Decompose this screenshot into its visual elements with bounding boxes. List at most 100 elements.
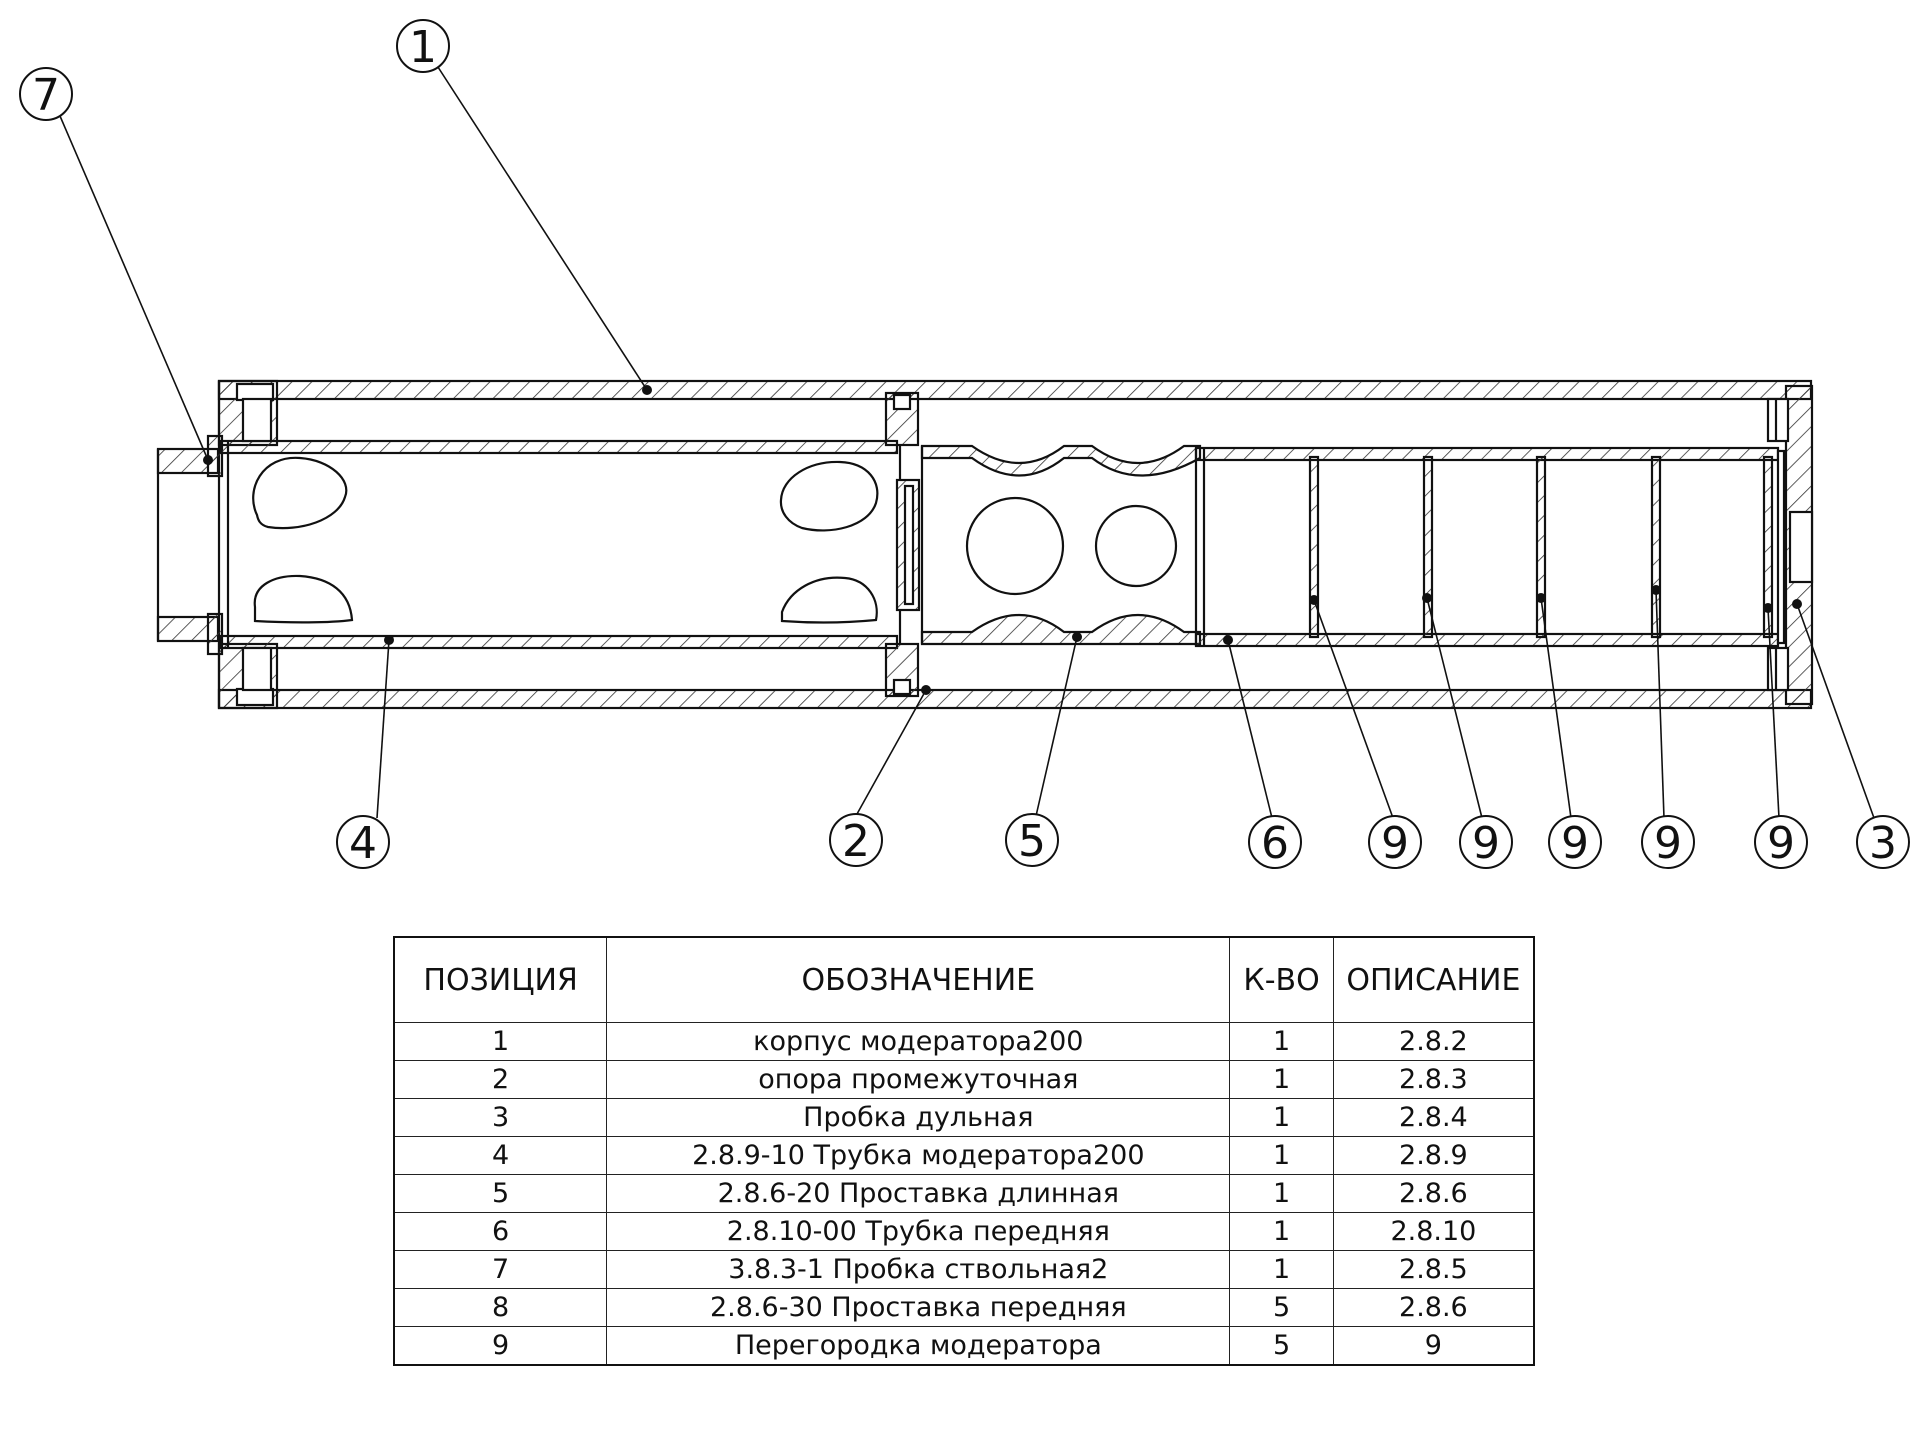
baffle-thin [1776, 449, 1786, 645]
balloon-9a: 9 [1368, 815, 1422, 869]
rear-plug-flange-bottom [206, 612, 224, 656]
leader-lines [59, 63, 1875, 819]
svg-text:6: 6 [1261, 818, 1289, 869]
leader-4 [376, 639, 390, 819]
cell-description: 2.8.3 [1332, 1060, 1535, 1099]
balloon-1: 1 [396, 19, 450, 73]
middle-disc-slot [903, 484, 915, 606]
svg-text:9: 9 [1381, 818, 1409, 869]
leader-5 [1035, 636, 1078, 817]
middle-support-lug-top [892, 393, 912, 411]
cell-position: 9 [393, 1326, 608, 1366]
balloon-9e: 9 [1754, 815, 1808, 869]
cell-quantity: 1 [1229, 1212, 1334, 1251]
baffle [1535, 455, 1547, 639]
leader-9d [1655, 589, 1665, 819]
cell-description: 9 [1332, 1326, 1535, 1366]
front-tube-top [1194, 446, 1780, 462]
dot-5 [1072, 632, 1082, 642]
cell-position: 4 [393, 1136, 608, 1175]
cell-quantity: 1 [1229, 1174, 1334, 1213]
cell-description: 2.8.2 [1332, 1022, 1535, 1061]
cell-quantity: 1 [1229, 1022, 1334, 1061]
front-ring-top [1766, 397, 1790, 443]
cell-designation: 2.8.6-30 Проставка передняя [606, 1288, 1231, 1327]
body-top-wall [217, 379, 1813, 401]
dot-4 [384, 635, 394, 645]
dot-9c [1536, 593, 1546, 603]
bill-of-materials: ПОЗИЦИЯ ОБОЗНАЧЕНИЕ К-ВО ОПИСАНИЕ 1 корп… [393, 936, 1535, 1366]
leader-3 [1796, 603, 1875, 819]
leader-7 [59, 115, 209, 461]
dot-9b [1422, 593, 1432, 603]
cell-quantity: 1 [1229, 1060, 1334, 1099]
cell-designation: 2.8.9-10 Трубка модератора200 [606, 1136, 1231, 1175]
front-tube-bottom [1194, 632, 1780, 648]
section-drawing: 1 7 4 2 5 6 9 9 [19, 19, 1910, 869]
svg-text:7: 7 [32, 70, 60, 121]
cell-designation: Перегородка модератора [606, 1326, 1231, 1366]
cell-description: 2.8.9 [1332, 1136, 1535, 1175]
rear-cap-ring-top [235, 382, 275, 402]
svg-text:1: 1 [409, 22, 437, 73]
balloon-4: 4 [336, 815, 390, 869]
svg-text:9: 9 [1654, 818, 1682, 869]
dot-3 [1792, 599, 1802, 609]
bom-header-row: ПОЗИЦИЯ ОБОЗНАЧЕНИЕ К-ВО ОПИСАНИЕ [393, 936, 1535, 1023]
dot-2 [921, 685, 931, 695]
balloon-9b: 9 [1459, 815, 1513, 869]
leader-9c [1540, 597, 1572, 819]
spacer-port [1094, 504, 1178, 588]
table-row: 2 опора промежуточная 1 2.8.3 [393, 1060, 1535, 1099]
table-row: 8 2.8.6-30 Проставка передняя 5 2.8.6 [393, 1288, 1535, 1327]
balloon-5: 5 [1005, 813, 1059, 867]
cell-quantity: 1 [1229, 1250, 1334, 1289]
balloon-9c: 9 [1548, 815, 1602, 869]
cell-quantity: 1 [1229, 1136, 1334, 1175]
svg-text:9: 9 [1767, 818, 1795, 869]
svg-text:9: 9 [1472, 818, 1500, 869]
tube-vent-hole [779, 460, 879, 532]
dot-7 [203, 455, 213, 465]
header-quantity: К-ВО [1229, 936, 1334, 1023]
baffle [1308, 455, 1320, 639]
dot-1 [642, 385, 652, 395]
cell-quantity: 1 [1229, 1098, 1334, 1137]
balloon-3: 3 [1856, 815, 1910, 869]
tube-vent-hole [252, 456, 348, 530]
cell-designation: корпус модератора200 [606, 1022, 1231, 1061]
balloon-6: 6 [1248, 815, 1302, 869]
balloon-9d: 9 [1641, 815, 1695, 869]
cell-quantity: 5 [1229, 1288, 1334, 1327]
table-row: 9 Перегородка модератора 5 9 [393, 1326, 1535, 1366]
cell-designation: опора промежуточная [606, 1060, 1231, 1099]
front-ring-bottom [1766, 646, 1790, 692]
dot-9a [1309, 595, 1319, 605]
header-designation: ОБОЗНАЧЕНИЕ [606, 936, 1231, 1023]
spacer-port [965, 496, 1065, 596]
middle-support-lug-bottom [892, 678, 912, 696]
leader-2 [856, 689, 927, 815]
svg-text:5: 5 [1018, 816, 1046, 867]
tube-vent-hole [780, 576, 878, 624]
assembly-section [156, 379, 1814, 710]
leader-9e [1767, 607, 1780, 819]
leader-dots [203, 385, 1802, 695]
long-spacer-bottom [920, 614, 1202, 646]
cell-description: 2.8.6 [1332, 1174, 1535, 1213]
header-description: ОПИСАНИЕ [1332, 936, 1535, 1023]
leader-9b [1426, 597, 1483, 819]
baffle [1762, 455, 1774, 639]
table-row: 5 2.8.6-20 Проставка длинная 1 2.8.6 [393, 1174, 1535, 1213]
rear-cap-ring-bottom [235, 687, 275, 707]
svg-text:2: 2 [842, 816, 870, 867]
cell-description: 2.8.5 [1332, 1250, 1535, 1289]
table-row: 7 3.8.3-1 Пробка ствольная2 1 2.8.5 [393, 1250, 1535, 1289]
cell-designation: 2.8.10-00 Трубка передняя [606, 1212, 1231, 1251]
cell-position: 8 [393, 1288, 608, 1327]
cell-designation: Пробка дульная [606, 1098, 1231, 1137]
cell-quantity: 5 [1229, 1326, 1334, 1366]
dot-9d [1651, 585, 1661, 595]
inner-tube-bottom [219, 634, 899, 650]
svg-text:9: 9 [1561, 818, 1589, 869]
